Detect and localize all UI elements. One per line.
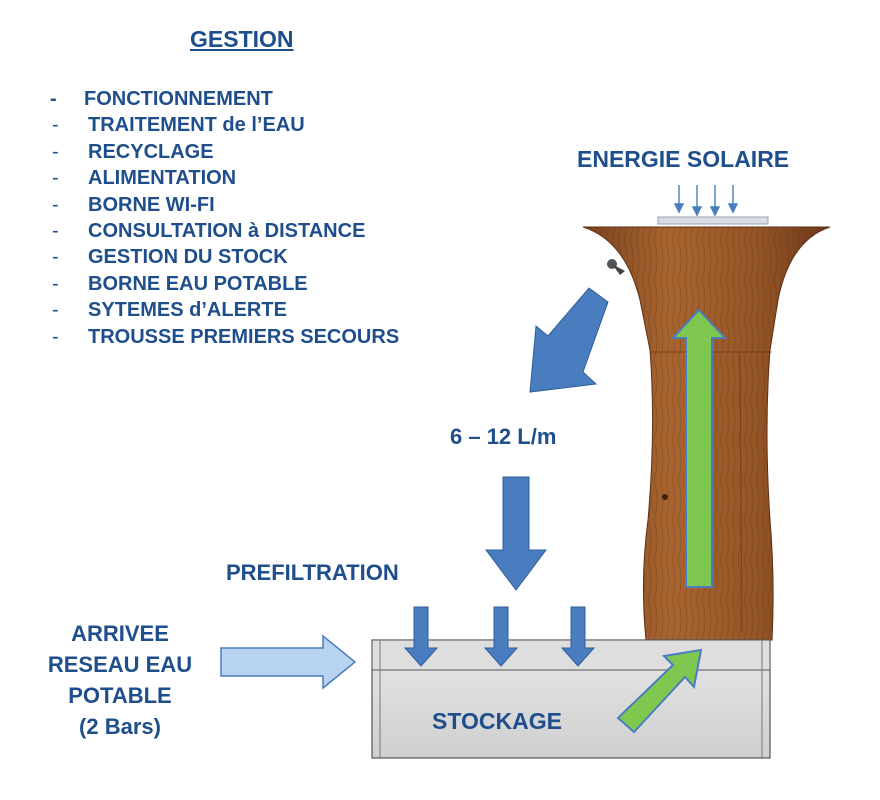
solar-panel: [657, 216, 769, 225]
diagram-title: GESTION: [190, 26, 294, 52]
feature-label: BORNE EAU POTABLE: [88, 272, 308, 295]
feature-bullet: -: [52, 193, 59, 216]
feature-bullet: -: [52, 140, 59, 163]
pump-up-arrow: [670, 308, 728, 588]
inlet-label-line: (2 Bars): [79, 714, 161, 739]
prefiltration-arrows: [403, 606, 596, 667]
flow-diagonal-arrow: [529, 287, 609, 393]
inlet-label-line: POTABLE: [68, 683, 172, 708]
feature-label: CONSULTATION à DISTANCE: [88, 219, 366, 242]
column-lock-icon: [662, 494, 668, 500]
tank-outlet-arrow: [616, 648, 703, 734]
feature-label: SYTEMES d’ALERTE: [88, 299, 287, 322]
feature-bullet: -: [50, 88, 57, 110]
feature-bullet: -: [52, 325, 59, 348]
solar-energy-label: ENERGIE SOLAIRE: [577, 146, 790, 172]
inlet-arrow: [220, 634, 357, 690]
feature-bullet: -: [52, 167, 59, 190]
flow-rate-label: 6 – 12 L/m: [450, 424, 557, 449]
feature-bullet: -: [52, 246, 59, 269]
inlet-label-line: RESEAU EAU: [47, 652, 193, 677]
feature-bullet: -: [52, 299, 59, 322]
tap-icon: [607, 259, 625, 275]
solar-rays: [673, 185, 739, 217]
inlet-label: ARRIVEE RESEAU EAU POTABLE (2 Bars): [10, 618, 230, 742]
feature-label: RECYCLAGE: [88, 140, 214, 163]
feature-label: TROUSSE PREMIERS SECOURS: [88, 325, 400, 348]
feature-bullet: -: [52, 114, 59, 137]
feature-bullet: -: [52, 272, 59, 295]
prefiltration-label: PREFILTRATION: [226, 560, 399, 585]
feature-label: GESTION DU STOCK: [88, 246, 288, 269]
feature-label: FONCTIONNEMENT: [84, 88, 273, 110]
storage-label: STOCKAGE: [432, 708, 562, 734]
feature-label: BORNE WI-FI: [88, 193, 215, 216]
feature-label: TRAITEMENT de l’EAU: [88, 114, 305, 137]
feature-label: ALIMENTATION: [88, 167, 237, 190]
feature-bullet: -: [52, 219, 59, 242]
inlet-label-line: ARRIVEE: [71, 621, 169, 646]
flow-down-arrow: [485, 476, 547, 591]
